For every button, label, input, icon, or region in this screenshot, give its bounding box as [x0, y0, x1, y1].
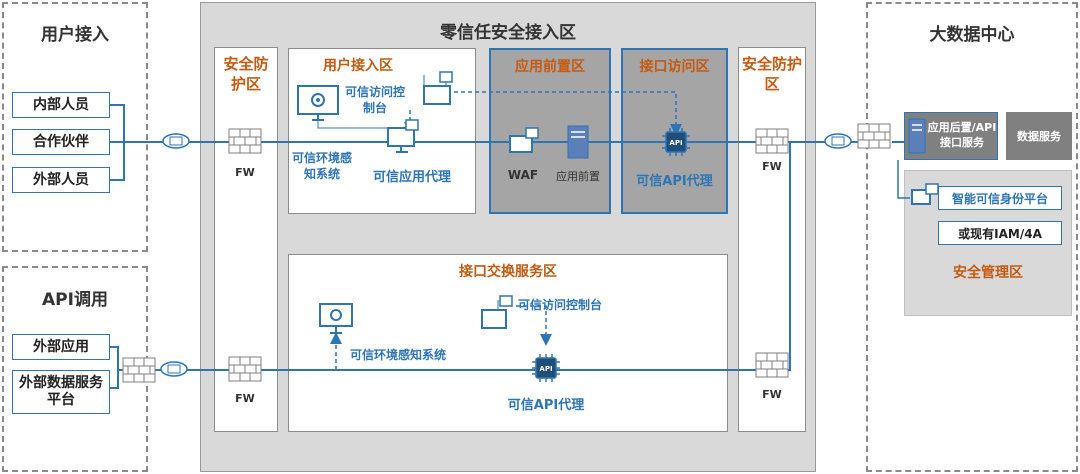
source-external-data-platform: 外部数据服务平台 — [12, 370, 110, 414]
security-mgmt-title: 安全管理区 — [953, 265, 1023, 281]
user-access-inner-title: 用户接入区 — [323, 58, 393, 74]
identity-link-line — [897, 160, 910, 199]
app-proxy-label: 可信应用代理 — [372, 170, 451, 185]
monitor-icon — [911, 183, 939, 205]
exchange-env-label: 可信环境感知系统 — [350, 348, 447, 362]
big-data-center-title: 大数据中心 — [929, 25, 1015, 45]
exchange-console-dashed — [516, 305, 552, 346]
exchange-zone — [288, 254, 728, 432]
firewall-icon — [228, 128, 262, 154]
waf-icon — [509, 127, 539, 153]
api-access-title: 接口访问区 — [639, 59, 710, 75]
firewall-icon — [122, 357, 156, 383]
user-source-bracket — [110, 104, 125, 181]
zero-trust-title: 零信任安全接入区 — [440, 23, 576, 43]
tunnel-icon — [162, 133, 190, 149]
server-icon — [567, 125, 589, 159]
api-chip-icon: API — [662, 128, 690, 156]
exchange-chip-text: API — [539, 365, 552, 373]
backend-label: 应用后置/API接口服务 — [927, 121, 997, 149]
api-call-title: API调用 — [42, 290, 108, 310]
app-front-zone — [489, 48, 611, 214]
exchange-console-label: 可信访问控制台 — [518, 298, 603, 312]
fw-label-left-bottom: FW — [235, 392, 255, 405]
app-front-label: 应用前置 — [556, 170, 600, 183]
left-protection-title: 安全防护区 — [223, 55, 269, 93]
monitor-icon — [481, 295, 513, 329]
firewall-icon — [755, 128, 789, 154]
api-chip-text: API — [669, 139, 682, 147]
gear-monitor-icon — [319, 303, 353, 334]
exchange-title: 接口交换服务区 — [459, 264, 557, 280]
monitor-icon — [423, 71, 453, 105]
app-front-title: 应用前置区 — [515, 59, 585, 75]
firewall-icon — [755, 352, 789, 378]
tunnel-icon — [824, 133, 852, 149]
monitor-icon — [387, 119, 419, 153]
source-external-staff: 外部人员 — [12, 167, 110, 193]
firewall-icon — [857, 123, 891, 149]
api-proxy-label: 可信API代理 — [636, 174, 713, 189]
exchange-proxy-label: 可信API代理 — [507, 398, 585, 413]
env-to-proxy-link — [317, 120, 410, 129]
right-protection-title: 安全防护区 — [742, 55, 803, 93]
access-console-label: 可信访问控制台 — [345, 85, 406, 115]
tunnel-icon — [160, 361, 188, 377]
server-icon — [908, 118, 926, 154]
console-to-api-dashed — [454, 91, 682, 136]
identity-platform-box: 智能可信身份平台 — [938, 186, 1062, 210]
fw-label-right-bottom: FW — [762, 388, 782, 401]
waf-label: WAF — [507, 168, 539, 182]
iam-box: 或现有IAM/4A — [938, 221, 1062, 245]
fw-label-left-top: FW — [235, 166, 255, 179]
right-vertical-link — [770, 142, 791, 371]
source-internal-staff: 内部人员 — [12, 92, 110, 118]
data-service-box: 数据服务 — [1006, 112, 1072, 160]
fw-label-right-top: FW — [762, 160, 782, 173]
user-access-title: 用户接入 — [41, 25, 109, 45]
firewall-icon — [228, 356, 262, 382]
api-chip-icon: API — [532, 354, 560, 382]
source-partner: 合作伙伴 — [12, 129, 110, 155]
env-system-label: 可信环境感知系统 — [291, 151, 352, 181]
gear-monitor-icon — [297, 85, 339, 121]
source-external-app: 外部应用 — [12, 334, 110, 360]
